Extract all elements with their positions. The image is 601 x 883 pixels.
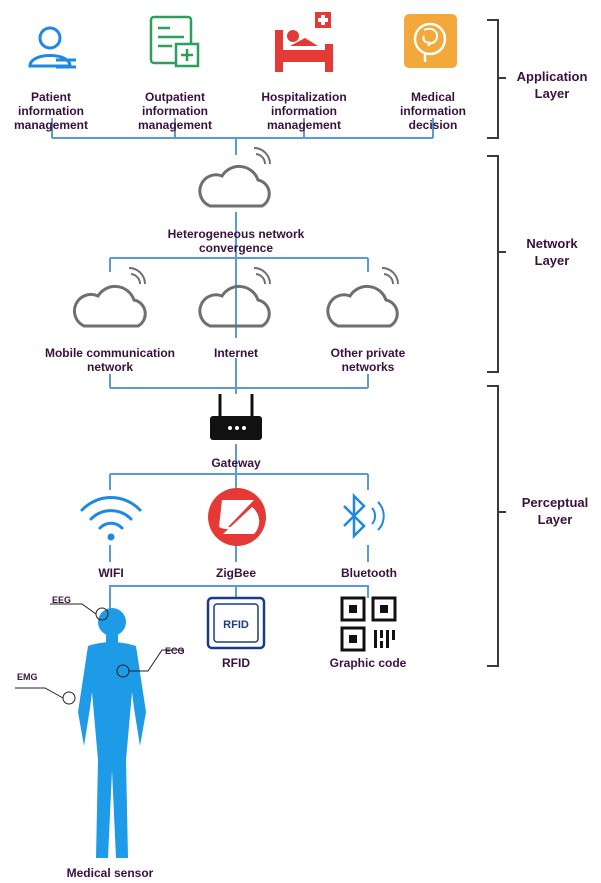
- cloud-icon-mobile: [72, 267, 147, 328]
- router-icon: [210, 394, 262, 440]
- graphic-code-label: Graphic code: [329, 656, 407, 670]
- rfid-icon-text: RFID: [223, 619, 249, 631]
- gateway-label: Gateway: [211, 456, 261, 470]
- bluetooth-label: Bluetooth: [341, 566, 397, 580]
- zigbee-icon: [208, 488, 266, 546]
- layer-label-application: Application Layer: [516, 69, 588, 101]
- layer-braces: [487, 19, 506, 667]
- mobile-network-label: Mobile communication network: [44, 346, 175, 374]
- outpatient-info-label: Outpatient information management: [137, 90, 213, 132]
- patient-icon: [28, 26, 76, 69]
- eeg-label: EEG: [52, 595, 72, 605]
- convergence-label: Heterogeneous network convergence: [167, 227, 305, 255]
- cloud-icon-private: [326, 267, 399, 328]
- bluetooth-icon: [343, 492, 385, 540]
- medical-decision-icon: [404, 14, 457, 68]
- ecg-label: ECG: [165, 646, 185, 656]
- qr-code-icon: [340, 596, 397, 652]
- medical-sensor-label: Medical sensor: [66, 866, 154, 880]
- emg-label: EMG: [17, 672, 38, 682]
- layer-label-network: Network Layer: [526, 236, 578, 268]
- sensor-leaders: [15, 603, 184, 705]
- hospitalization-info-label: Hospitalization information management: [261, 90, 347, 132]
- patient-info-label: Patient information management: [13, 90, 89, 132]
- private-network-label: Other private networks: [330, 346, 406, 374]
- hospital-bed-icon: [275, 12, 333, 72]
- zigbee-label: ZigBee: [215, 566, 256, 580]
- rfid-label: RFID: [222, 656, 250, 670]
- wifi-icon: [80, 496, 142, 541]
- internet-label: Internet: [213, 346, 258, 360]
- medical-decision-label: Medical information decision: [400, 90, 466, 132]
- layer-label-perceptual: Perceptual Layer: [521, 495, 589, 527]
- human-body-icon: [78, 608, 146, 858]
- cloud-icon-convergence: [198, 147, 271, 208]
- rfid-icon: RFID: [206, 596, 266, 650]
- connector-lines: [51, 118, 434, 612]
- outpatient-form-icon: [149, 15, 200, 68]
- cloud-icon-internet: [198, 267, 271, 328]
- wifi-label: WIFI: [98, 566, 124, 580]
